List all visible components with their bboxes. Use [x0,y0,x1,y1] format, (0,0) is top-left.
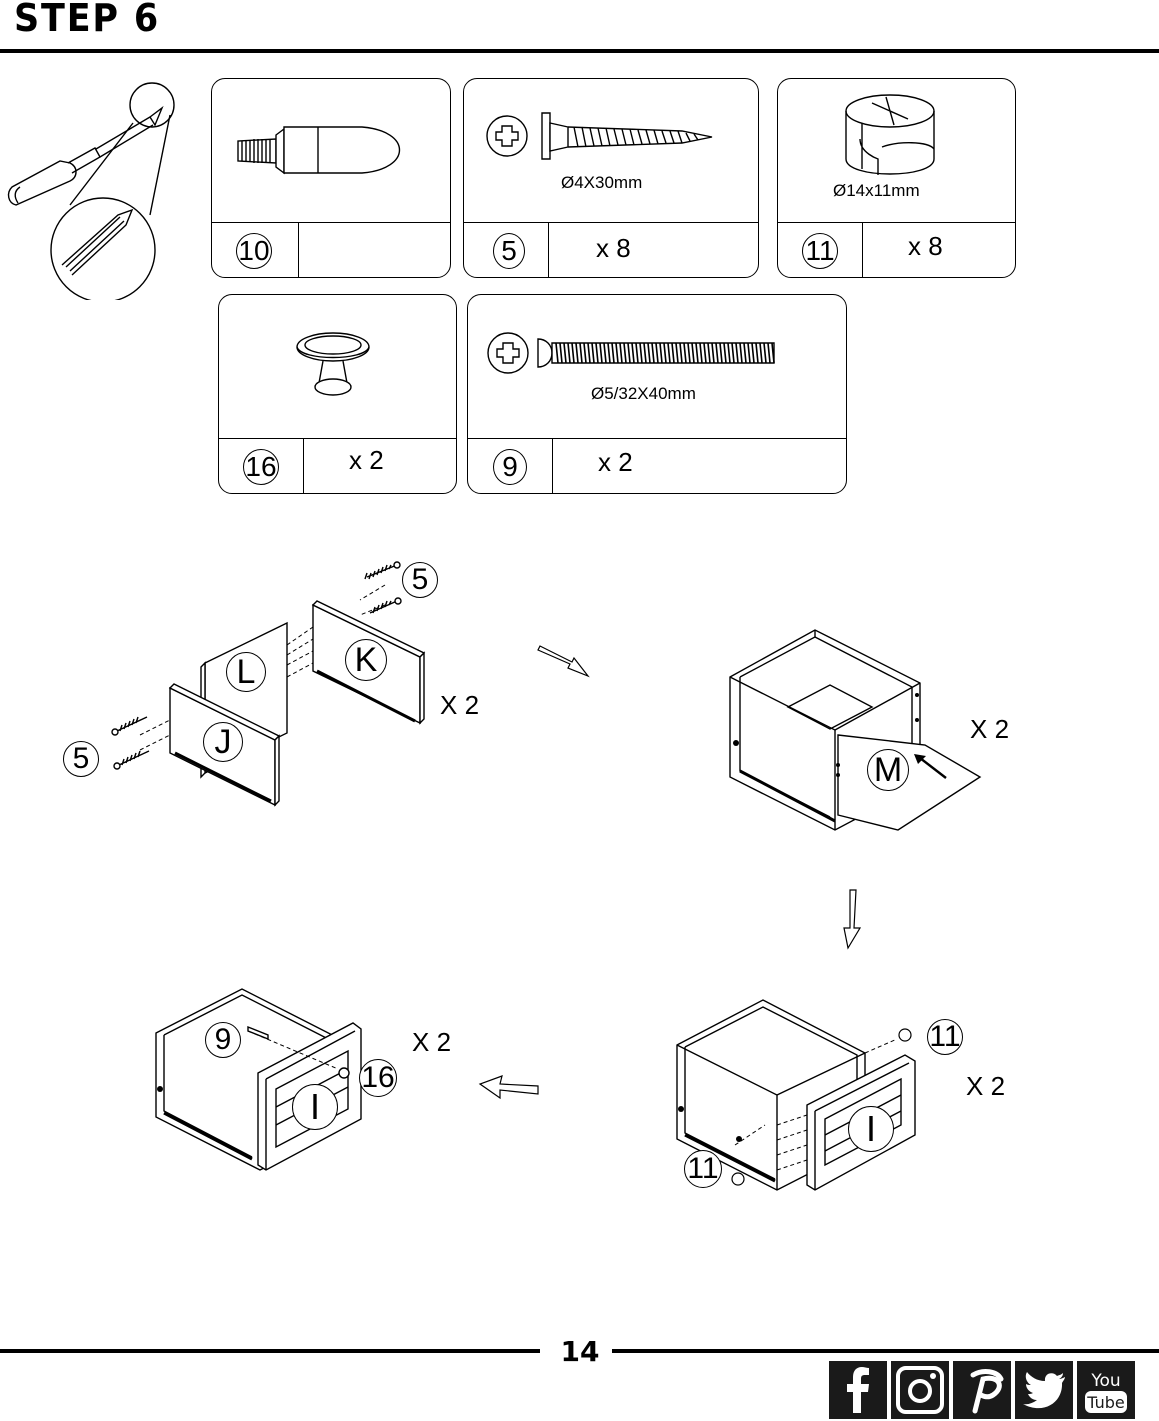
callout-cam-lock-11-top: 11 [927,1019,963,1055]
part-number-9: 9 [493,449,527,485]
assembly-diagram-step-2 [729,629,982,831]
part-card-11: Ø14x11mm 11 x 8 [777,78,1016,278]
part-number-16: 16 [243,449,279,485]
label-panel-i-step-4: I [292,1084,338,1130]
part-number-11: 11 [802,233,838,269]
insert-arrow-icon [914,754,947,779]
part-qty-5: x 8 [596,233,631,263]
part-qty-11: x 8 [908,231,943,261]
multiplier-step-2: X 2 [970,714,1010,744]
page-title: STEP 6 [14,0,161,40]
label-panel-m: M [867,749,909,791]
part-dimension-9: Ø5/32X40mm [591,384,696,403]
label-panel-k: K [345,639,387,681]
label-panel-i-step-3: I [848,1106,894,1152]
part-card-16: 16 x 2 [218,294,457,494]
youtube-text-top: You [1090,1371,1120,1391]
cam-lock-icon [845,94,935,175]
twitter-icon[interactable] [1015,1361,1073,1419]
multiplier-step-4: X 2 [412,1027,452,1057]
part-card-10: 10 [211,78,451,278]
drawer-knob-icon [296,332,370,396]
wood-screw-icon [486,112,713,160]
footer-rule-right [612,1349,1159,1353]
header-rule [0,49,1159,53]
callout-cam-lock-11-bottom: 11 [684,1150,722,1188]
label-panel-j: J [203,722,243,762]
callout-bolt-9: 9 [205,1022,241,1058]
footer-rule-left [0,1349,540,1353]
part-dimension-11: Ø14x11mm [833,181,920,200]
youtube-icon[interactable]: You Tube [1077,1361,1135,1419]
arrow-down-icon [843,889,862,950]
multiplier-step-1: X 2 [440,690,480,720]
part-qty-9: x 2 [598,447,633,477]
part-card-5: Ø4X30mm 5 x 8 [463,78,759,278]
callout-screw-5-left: 5 [63,741,99,777]
youtube-text-bottom: Tube [1086,1393,1124,1412]
assembly-diagram-step-1 [111,561,426,807]
multiplier-step-3: X 2 [966,1071,1006,1101]
callout-knob-16: 16 [359,1059,397,1097]
machine-bolt-icon [487,332,775,374]
wooden-dowel-icon [237,126,401,175]
part-number-5: 5 [493,233,525,269]
callout-screw-5-top: 5 [402,562,438,598]
instagram-icon[interactable] [891,1361,949,1419]
arrow-right-down-icon [537,645,590,678]
arrow-left-icon [478,1075,539,1100]
part-dimension-5: Ø4X30mm [561,173,643,192]
pinterest-icon[interactable] [953,1361,1011,1419]
part-qty-16: x 2 [349,445,384,475]
facebook-icon[interactable] [829,1361,887,1419]
part-number-10: 10 [236,233,272,269]
part-card-9: Ø5/32X40mm 9 x 2 [467,294,847,494]
page-number: 14 [560,1335,600,1368]
screwdriver-icon [7,82,175,300]
label-panel-l: L [226,652,266,692]
